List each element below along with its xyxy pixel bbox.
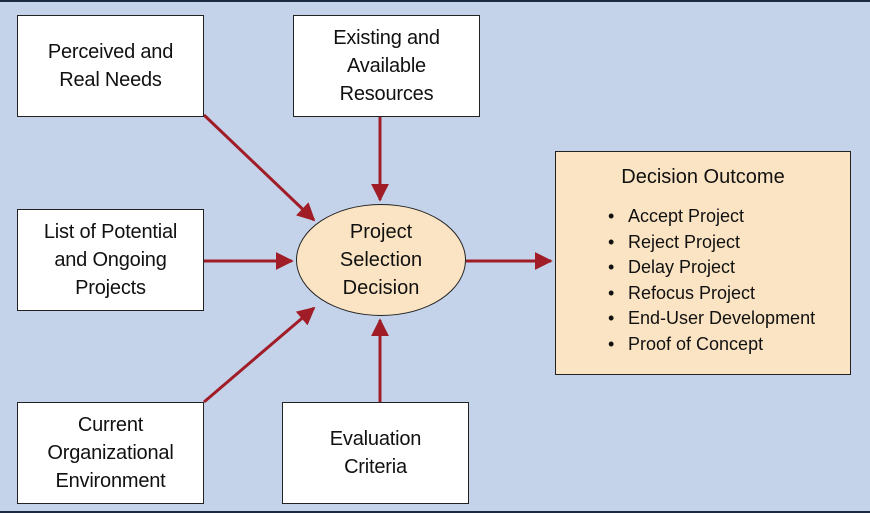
project-selection-decision-ellipse: Project Selection Decision — [296, 204, 466, 316]
projects-list-box: List of Potential and Ongoing Projects — [17, 209, 204, 311]
outcome-item: End-User Development — [608, 306, 815, 332]
outcome-item: Delay Project — [608, 255, 815, 281]
outcome-item: Reject Project — [608, 230, 815, 256]
environment-box: Current Organizational Environment — [17, 402, 204, 504]
decision-label: Project Selection Decision — [339, 221, 423, 299]
decision-outcome-list: Accept Project Reject Project Delay Proj… — [608, 204, 815, 358]
outcome-item: Refocus Project — [608, 281, 815, 307]
decision-outcome-title: Decision Outcome — [621, 166, 785, 188]
decision-outcome-box: Decision Outcome Accept Project Reject P… — [555, 151, 851, 375]
resources-label: Existing and Available Resources — [333, 27, 440, 105]
evaluation-criteria-label: Evaluation Criteria — [329, 428, 422, 478]
outcome-item: Accept Project — [608, 204, 815, 230]
arrow-environment-to-decision — [203, 306, 316, 404]
resources-box: Existing and Available Resources — [293, 15, 480, 117]
evaluation-criteria-box: Evaluation Criteria — [282, 402, 469, 504]
outcome-item: Proof of Concept — [608, 332, 815, 358]
perceived-needs-label: Perceived and Real Needs — [47, 41, 174, 91]
arrow-needs-to-decision — [202, 113, 316, 222]
projects-list-label: List of Potential and Ongoing Projects — [43, 221, 178, 299]
environment-label: Current Organizational Environment — [47, 414, 174, 492]
perceived-needs-box: Perceived and Real Needs — [17, 15, 204, 117]
